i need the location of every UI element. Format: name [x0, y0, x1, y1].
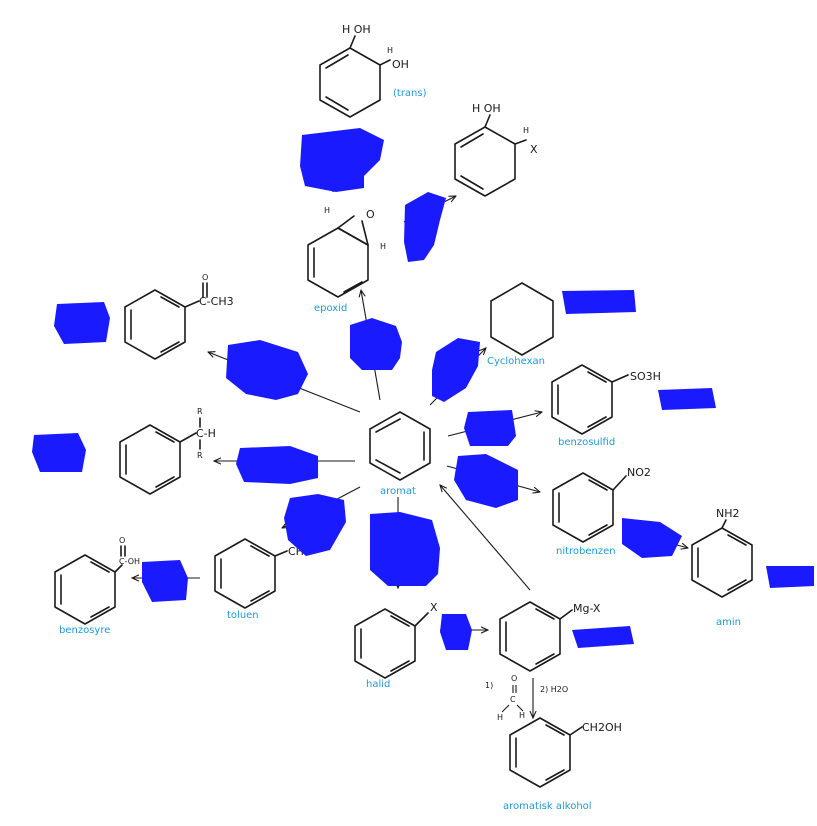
halohydrin-h: H [523, 126, 529, 135]
epoxide-molecule [307, 215, 369, 298]
redaction-nitration-reagent [454, 454, 518, 508]
grignard-step2: 2) H2O [540, 685, 568, 694]
amine-molecule [691, 519, 753, 598]
redaction-halogenation-reagent [370, 512, 440, 586]
redaction-scribbles [32, 128, 814, 650]
grignard-group: Mg-X [573, 602, 601, 615]
alkyl-r-top: R [197, 407, 203, 416]
redaction-alkylation-reagent [284, 494, 346, 556]
halohydrin-molecule [454, 114, 527, 197]
grignard-formaldehyde-o: O [511, 674, 517, 683]
benzoic-group: C-OH [119, 557, 140, 566]
halide-x: X [430, 601, 438, 614]
grignard-formaldehyde-h-right: H [519, 711, 525, 720]
arrow-grignard-to-center [440, 485, 531, 591]
epoxide-h-left: H [324, 206, 330, 215]
formaldehyde-bond-right [516, 704, 524, 712]
center-label: aromat [380, 486, 416, 497]
trans-diol-note: (trans) [393, 88, 427, 99]
grignard-molecule [499, 601, 573, 672]
ketone-molecule [124, 282, 208, 360]
redaction-hydrogenation-reagent [432, 338, 480, 402]
redaction-diol-reagent [300, 128, 384, 192]
grignard-formaldehyde-c: C [510, 695, 516, 704]
halide-label: halid [366, 679, 390, 690]
redaction-cyclohexane-right [562, 290, 636, 314]
amine-group: NH2 [716, 507, 740, 520]
nitro-label: nitrobenzen [556, 546, 616, 557]
sulfonic-label: benzosulfid [558, 437, 615, 448]
redaction-grignard-formation-reagent [440, 614, 472, 650]
redaction-alkyl-left [32, 433, 86, 472]
epoxide-o: O [366, 208, 375, 221]
toluene-label: toluen [227, 610, 259, 621]
cyclohexane-molecule [490, 282, 554, 356]
formaldehyde-bond-left [501, 704, 510, 713]
redaction-sulfonic-right [658, 388, 716, 410]
cyclohexane-label: Cyclohexan [487, 356, 545, 367]
redaction-halohydrin-reagent [404, 192, 446, 262]
sulfonic-group: SO3H [630, 370, 661, 383]
alcohol-group: CH2OH [582, 721, 622, 734]
nitro-molecule [552, 472, 627, 543]
halide-molecule [354, 608, 429, 679]
redaction-oxidation-reagent [142, 560, 188, 602]
epoxide-label: epoxid [314, 303, 347, 314]
benzoic-molecule [54, 545, 126, 625]
alcohol-label: aromatisk alkohol [503, 801, 592, 812]
benzoic-label: benzosyre [59, 625, 110, 636]
trans-diol-h-right: H [387, 46, 393, 55]
ketone-group: C-CH3 [199, 295, 234, 308]
epoxide-h-right: H [380, 242, 386, 251]
redaction-ketone-left [54, 302, 110, 344]
trans-diol-molecule [319, 35, 391, 118]
benzoic-o: O [119, 536, 125, 545]
halohydrin-top: H OH [472, 102, 501, 115]
trans-diol-oh-right: OH [392, 58, 409, 71]
trans-diol-oh-top: H OH [342, 23, 371, 36]
grignard-formaldehyde-h-left: H [497, 713, 503, 722]
redaction-sulfonation-reagent [464, 410, 516, 446]
amine-label: amin [716, 617, 741, 628]
ketone-o: O [202, 273, 208, 282]
toluene-molecule [214, 538, 288, 609]
redaction-amine-right [766, 566, 814, 588]
halohydrin-x: X [530, 143, 538, 156]
alkyl-ch: C-H [196, 427, 216, 440]
alkyl-r-bottom: R [197, 451, 203, 460]
redaction-reduction-reagent [622, 518, 682, 558]
grignard-step1: 1) [485, 681, 493, 690]
redaction-alkyl-reagent [236, 446, 318, 484]
nitro-group: NO2 [627, 466, 651, 479]
alcohol-molecule [509, 717, 583, 788]
alkyl-molecule [119, 417, 201, 495]
sulfonic-molecule [551, 364, 629, 435]
redaction-ketone-reagent [226, 340, 308, 400]
central-benzene [369, 411, 431, 481]
redaction-grignard-right [572, 626, 634, 648]
redaction-epoxidation-reagent [350, 318, 402, 370]
